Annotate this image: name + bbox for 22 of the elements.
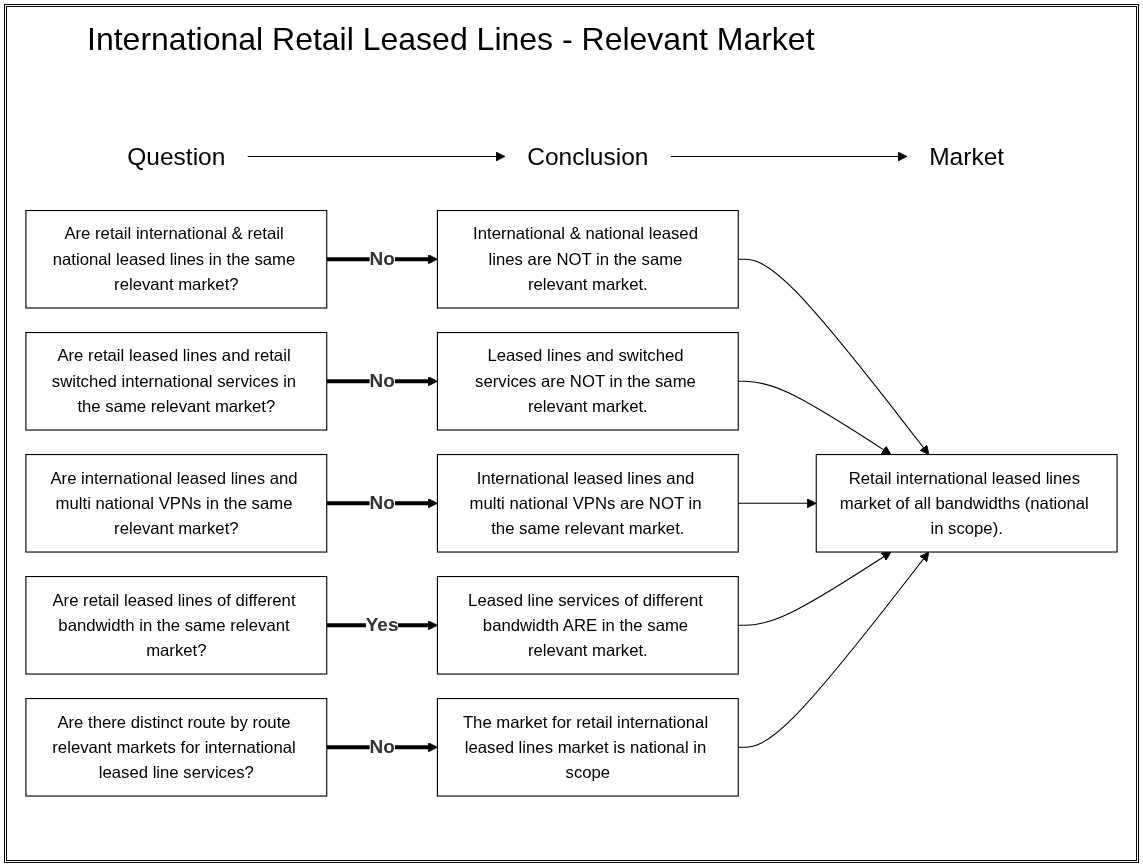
node-text: Question	[127, 142, 226, 171]
node-box: Are retail international & retail national leased lines in the same relevant market?	[25, 209, 328, 309]
edge-label: No	[369, 736, 395, 758]
arrow	[670, 151, 908, 162]
node-box: Are there distinct route by route relevant markets for international leased line services?	[25, 698, 328, 797]
node-text: Market	[929, 142, 1005, 171]
node-text: Conclusion	[527, 142, 649, 171]
edge-label: Yes	[365, 614, 399, 636]
node-box: Are retail leased lines and retail switched international services in the same relevant market?	[25, 331, 328, 431]
node-box: The market for retail international leased lines market is national in scope	[436, 698, 739, 797]
node-box: Are retail leased lines of different bandwidth in the same relevant market?	[25, 576, 328, 675]
node-box: Retail international leased lines market of all bandwidths (national in scope).	[815, 454, 1118, 553]
node-box: Leased line services of different bandwidth ARE in the same relevant market.	[436, 576, 739, 675]
node-box: International & national leased lines are NOT in the same relevant market.	[436, 209, 739, 309]
arrow	[247, 151, 506, 162]
node-box: Leased lines and switched services are NOT in the same relevant market.	[436, 331, 739, 431]
edge-label: No	[369, 248, 395, 270]
node-box: International leased lines and multi national VPNs are NOT in the same relevant market.	[436, 454, 739, 553]
edge-label: No	[369, 492, 395, 514]
edge-label: No	[369, 370, 395, 392]
diagram-title: International Retail Leased Lines - Relevant Market	[87, 21, 815, 58]
node-box: Are international leased lines and multi national VPNs in the same relevant market?	[25, 454, 328, 553]
